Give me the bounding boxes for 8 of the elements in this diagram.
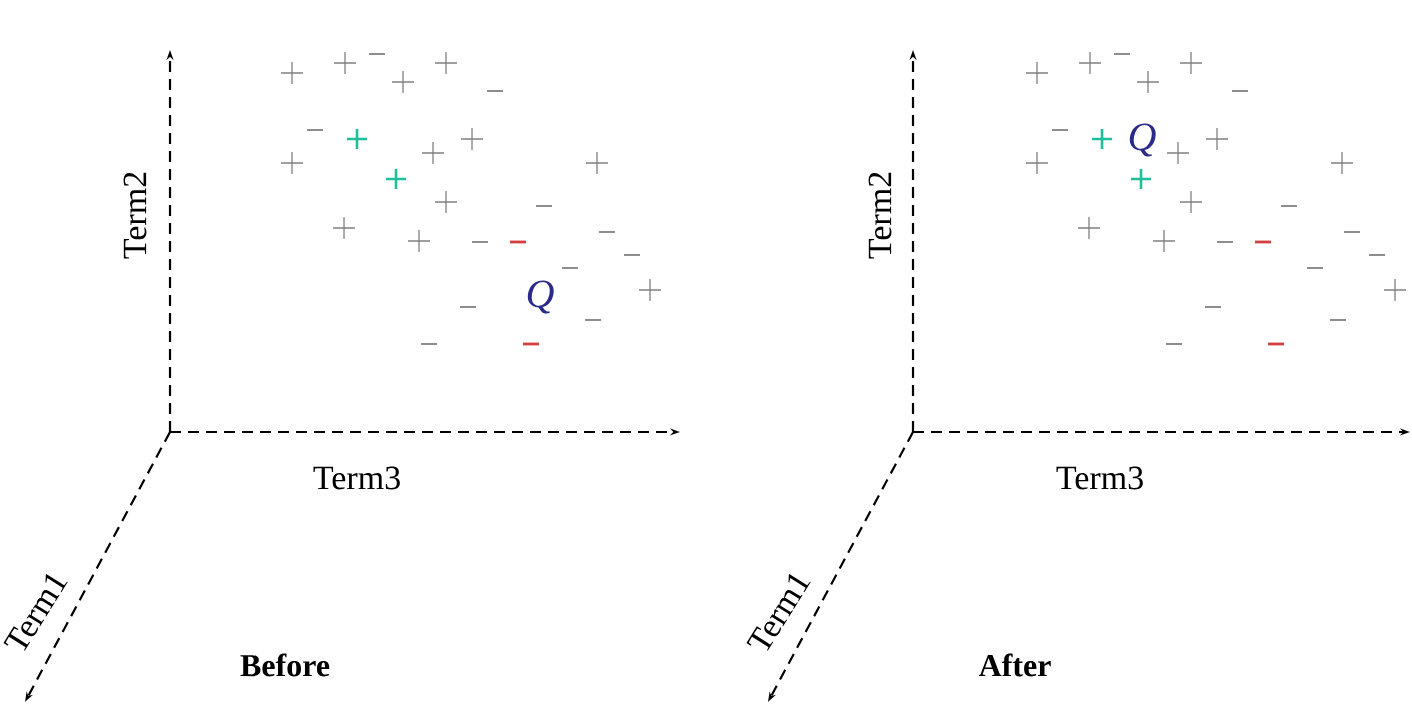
axis-label: Term2 bbox=[868, 172, 892, 259]
axis-label: Term3 bbox=[313, 466, 400, 490]
point-label: Q bbox=[527, 280, 554, 314]
panel-title: Before bbox=[240, 653, 330, 677]
axis-label: Term2 bbox=[123, 172, 147, 259]
axis-label: Term3 bbox=[1056, 466, 1143, 490]
panel-title: After bbox=[978, 653, 1051, 677]
point-label: Q bbox=[1129, 123, 1156, 157]
